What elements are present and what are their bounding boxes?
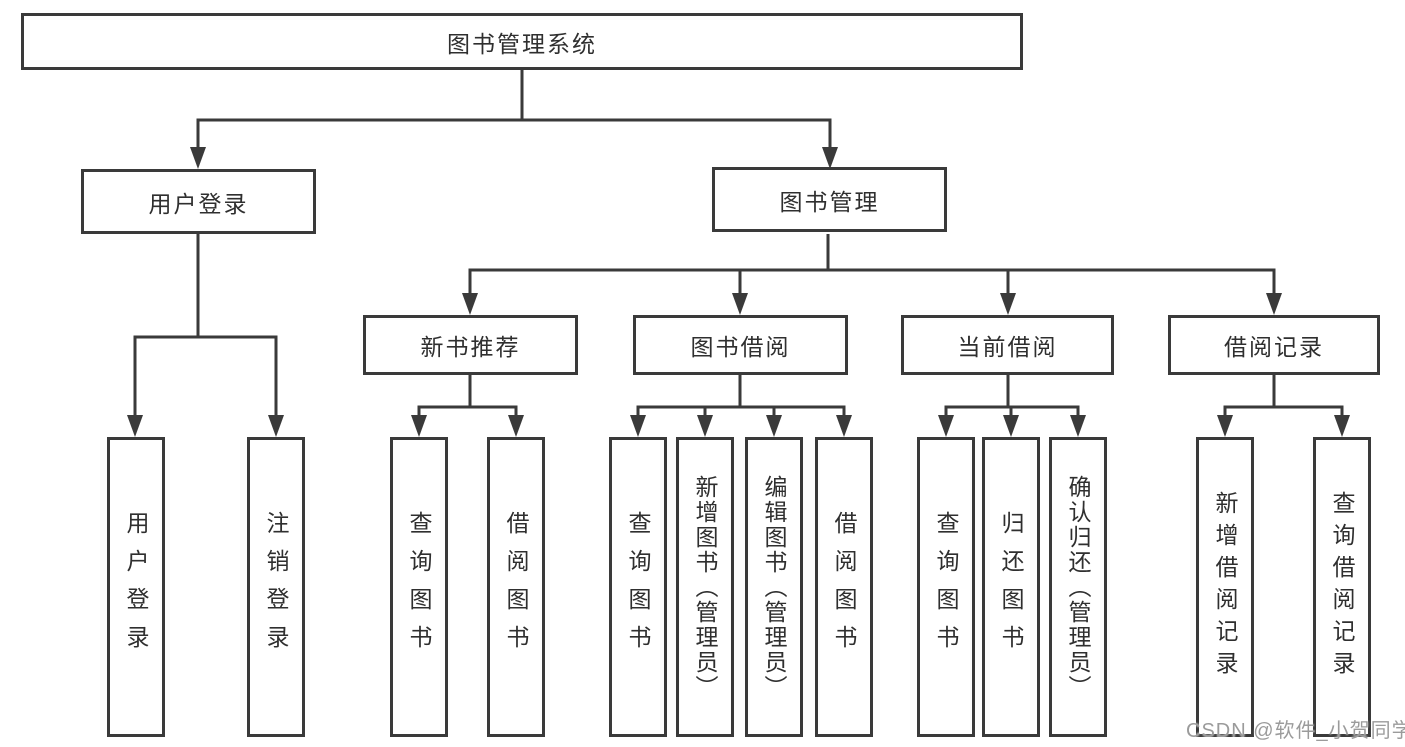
node-root-library-system: 图书管理系统 [21,13,1023,70]
leaf-edit-books-admin: 编辑图书（管理员） [745,437,803,737]
leaf-return-books: 归还图书 [982,437,1040,737]
leaf-label: 查询借阅记录 [1329,491,1355,683]
node-label: 新书推荐 [420,334,521,360]
leaf-label: 确认归还（管理员） [1065,474,1091,700]
node-label: 图书管理 [779,188,880,215]
leaf-confirm-return-admin: 确认归还（管理员） [1049,437,1107,737]
leaf-label: 查询图书 [625,511,651,663]
node-current-borrow: 当前借阅 [901,315,1114,375]
arrowheads [127,147,1350,437]
leaf-logout: 注销登录 [247,437,305,737]
leaf-label: 借阅图书 [831,511,857,663]
node-book-management: 图书管理 [712,167,947,232]
node-book-borrow: 图书借阅 [633,315,848,375]
leaf-label: 注销登录 [263,511,289,663]
leaf-label: 归还图书 [998,511,1024,663]
node-user-login: 用户登录 [81,169,316,234]
leaf-add-books-admin: 新增图书（管理员） [676,437,734,737]
node-borrow-records: 借阅记录 [1168,315,1380,375]
leaf-query-borrow-record: 查询借阅记录 [1313,437,1371,737]
leaf-label: 编辑图书（管理员） [761,474,787,700]
node-label: 用户登录 [148,190,249,217]
node-label: 当前借阅 [957,334,1058,360]
leaf-add-borrow-record: 新增借阅记录 [1196,437,1254,737]
leaf-query-books-borrow: 查询图书 [609,437,667,737]
leaf-label: 查询图书 [933,511,959,663]
leaf-query-books-current: 查询图书 [917,437,975,737]
leaf-user-login: 用户登录 [107,437,165,737]
leaf-query-books-recommend: 查询图书 [390,437,448,737]
leaf-borrow-books: 借阅图书 [815,437,873,737]
node-label: 图书借阅 [690,334,791,360]
csdn-watermark: CSDN @软件_小贺同学 [1186,720,1405,742]
leaf-label: 用户登录 [123,511,149,663]
leaf-label: 新增图书（管理员） [692,474,718,700]
node-label: 图书管理系统 [447,30,597,57]
node-new-book-recommend: 新书推荐 [363,315,578,375]
leaf-label: 查询图书 [406,511,432,663]
node-label: 借阅记录 [1224,334,1324,360]
leaf-label: 新增借阅记录 [1212,491,1238,683]
leaf-borrow-books-recommend: 借阅图书 [487,437,545,737]
leaf-label: 借阅图书 [503,511,529,663]
